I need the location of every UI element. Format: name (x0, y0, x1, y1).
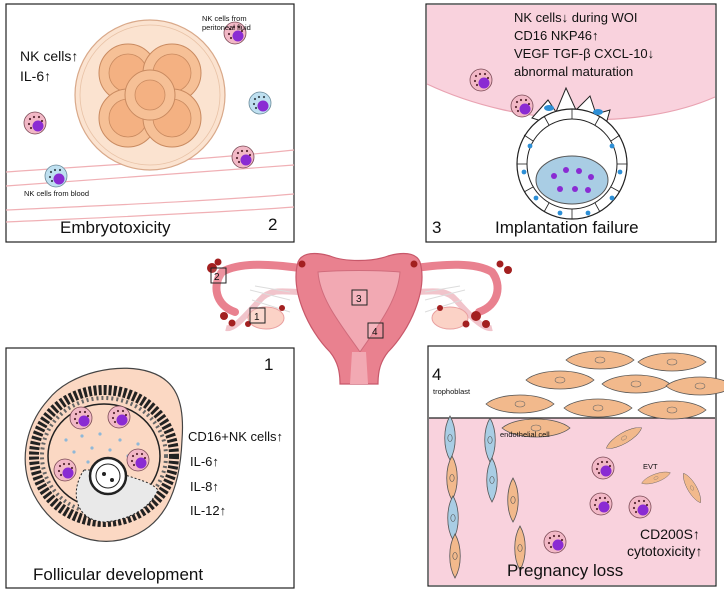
marker-box-2 (210, 267, 227, 284)
uterine-cavity (317, 270, 401, 353)
embryo-morula (74, 19, 226, 171)
nk-cell-icon (107, 405, 131, 429)
nk-cell-icon (231, 145, 255, 169)
lesion-dot (214, 258, 222, 266)
nk-cell-icon (126, 448, 150, 472)
lesion-dot (228, 319, 236, 327)
tissue-line (5, 164, 295, 187)
marker-box-1 (249, 307, 266, 324)
lesion-dot (437, 305, 443, 311)
endometrium-region (427, 5, 715, 120)
lesion-dot (220, 312, 228, 320)
blood-nk-cell-icon (44, 164, 68, 188)
tube-left (212, 260, 304, 316)
panel-1-finding-1: CD16+NK cells↑ (188, 429, 283, 444)
panel-3-finding-2: CD16 NKP46↑ (514, 28, 599, 43)
panel-1-title: Follicular development (33, 565, 203, 584)
lesion-dot (279, 305, 285, 311)
marker-box-3 (351, 289, 368, 306)
label-nk-blood: NK cells from blood (24, 189, 89, 198)
lesion-dot (496, 260, 504, 268)
label-nk-peritoneal-1: NK cells from (202, 14, 247, 23)
nk-cell-icon (53, 458, 77, 482)
panel-1-finding-4: IL-12↑ (190, 503, 226, 518)
panel-3-finding-1: NK cells↓ during WOI (514, 10, 638, 25)
lesion-dot (504, 266, 512, 274)
decidua-region (429, 418, 715, 585)
tube-right (411, 260, 502, 316)
tissue-line (5, 193, 295, 211)
marker-4-label: 4 (372, 327, 378, 338)
marker-3-label: 3 (356, 294, 362, 305)
panel-4-finding-1: CD200S↑ (640, 526, 700, 542)
marker-box-4 (367, 322, 384, 339)
panel-2-title: Embryotoxicity (60, 218, 171, 237)
lesion-dot (410, 260, 418, 268)
nk-cell-icon (628, 495, 652, 519)
nk-cell-icon (543, 530, 567, 554)
uterus-illustration: 2 1 3 4 (207, 252, 512, 385)
panel-implantation-failure: NK cells↓ during WOI CD16 NKP46↑ VEGF TG… (425, 3, 717, 243)
ligament-right (424, 285, 466, 313)
panel-3-number: 3 (432, 218, 441, 237)
follicle (24, 367, 184, 542)
nk-cell-icon (469, 68, 493, 92)
panel-follicular-development: 1 CD16+NK cells↑ IL-6↑ IL-8↑ IL-12↑ Foll… (5, 347, 295, 589)
panel-1-finding-3: IL-8↑ (190, 479, 219, 494)
lesion-dot (471, 311, 481, 321)
label-nk-peritoneal-2: peritoneal fluid (202, 23, 251, 32)
panel-4-number: 4 (432, 365, 441, 384)
panel-2-number: 2 (268, 215, 277, 234)
nk-cell-icon (23, 111, 47, 135)
panel-1-number: 1 (264, 355, 273, 374)
blood-nk-cell-icon (248, 91, 272, 115)
panel-3-finding-3: VEGF TGF-β CXCL-10↓ (514, 46, 654, 61)
blastocyst (516, 86, 628, 220)
panel-2-finding-1: NK cells↑ (20, 48, 78, 64)
panel-3-title: Implantation failure (495, 218, 639, 237)
ovary-right (431, 306, 469, 330)
nk-cell-icon (69, 406, 93, 430)
label-evt: EVT (643, 462, 658, 471)
cervical-canal (350, 352, 368, 384)
lesion-dot (298, 260, 306, 268)
panel-1-finding-2: IL-6↑ (190, 454, 219, 469)
panel-4-finding-2: cytotoxicity↑ (627, 543, 702, 559)
label-endothelial-cell: endothelial cell (500, 430, 550, 439)
lesion-dot (462, 320, 470, 328)
panel-embryotoxicity: NK cells↑ IL-6↑ NK cells from peritoneal… (5, 3, 295, 243)
marker-1-label: 1 (254, 312, 260, 323)
panel-4-title: Pregnancy loss (507, 561, 623, 580)
panel-pregnancy-loss: 4 trophoblast endothelial cell EVT CD200… (427, 345, 724, 587)
nk-cell-icon (510, 94, 534, 118)
panel-2-finding-2: IL-6↑ (20, 68, 51, 84)
nk-cell-icon (591, 456, 615, 480)
tissue-line (5, 206, 295, 223)
marker-2-label: 2 (214, 272, 220, 283)
label-trophoblast: trophoblast (433, 387, 471, 396)
panel-3-finding-4: abnormal maturation (514, 64, 633, 79)
lesion-dot (482, 320, 490, 328)
nk-cell-icon (589, 492, 613, 516)
